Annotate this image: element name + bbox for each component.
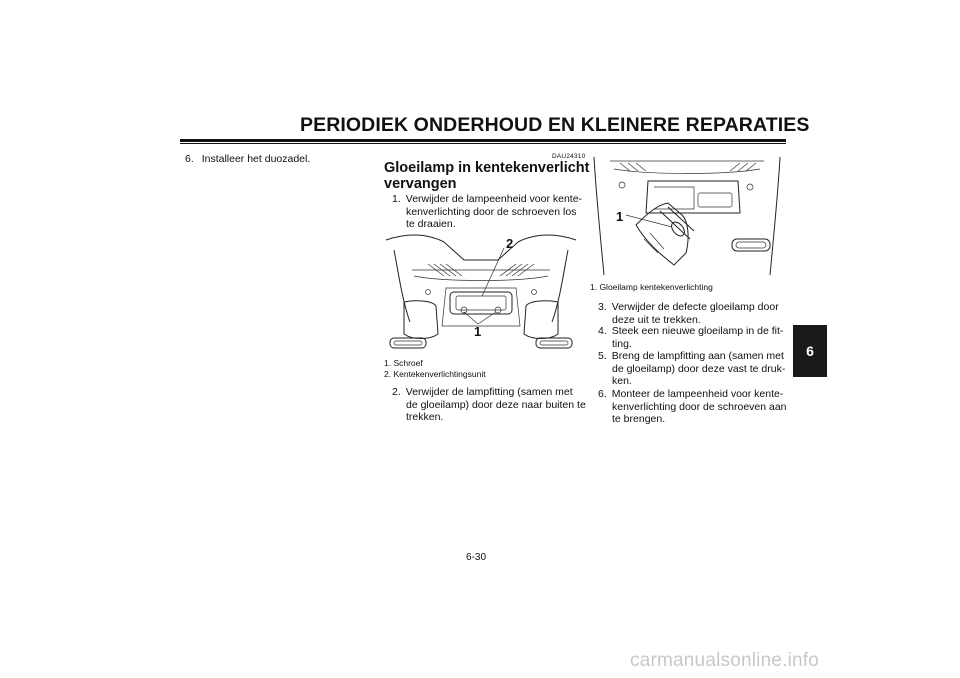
step-number: 6. [185,153,194,165]
page-number: 6-30 [466,552,487,563]
step-line: ken. [612,375,632,387]
col1-step6: 6. Installeer het duozadel. [185,153,310,166]
col2-step1: 1. Verwijder de lampeenheid voor kente- k… [392,193,582,231]
callout-1: 1 [616,209,623,224]
step-line: trekken. [406,411,444,423]
step-line: te draaien. [406,218,456,230]
step-number: 2. [392,386,401,398]
step-line: Verwijder de lampeenheid voor kente- [405,193,583,205]
step-line: deze uit te trekken. [612,313,701,326]
step-line: Breng de lampfitting aan (samen met [611,350,784,362]
step-number: 1. [392,193,401,205]
section-title-line2: vervangen [384,176,457,192]
col3-step4: 4.Steek een nieuwe gloeilamp in de fit- … [598,325,784,350]
step-text: Installeer het duozadel. [201,153,311,165]
watermark: carmanualsonline.info [630,650,820,671]
chapter-tab[interactable]: 6 [793,325,827,377]
step-line: Monteer de lampeenheid voor kente- [611,388,784,400]
figure1-caption-2: 2. Kentekenverlichtingsunit [384,369,486,379]
callout-1: 1 [474,324,481,339]
step-line: Steek een nieuwe gloeilamp in de fit- [611,325,784,337]
step-number: 5. [598,350,607,362]
step-line: ting. [612,337,632,350]
col2-step2: 2. Verwijder de lampfitting (samen met de… [392,386,586,424]
header-rule [180,139,786,142]
figure-license-light-bulb: 1 [590,153,784,277]
step-line: kenverlichting door de schroeven aan [612,400,787,413]
callout-2: 2 [506,236,513,251]
step-number: 3. [598,301,607,313]
step-number: 6. [598,388,607,400]
col3-step6: 6. Monteer de lampeenheid voor kente- ken… [598,388,787,426]
doc-code: DAU24310 [552,153,586,160]
step-line: kenverlichting door de schroeven los [406,205,577,218]
page-header-title: PERIODIEK ONDERHOUD EN KLEINERE REPARATI… [300,114,810,136]
step-number: 4. [598,325,607,337]
step-line: de gloeilamp) door deze naar buiten te [406,398,586,411]
figure-license-light-unit: 2 1 [384,230,578,354]
step-line: te brengen. [612,413,666,425]
step-line: de gloeilamp) door deze vast te druk- [612,362,786,375]
section-title-line1: Gloeilamp in kentekenverlichting [384,160,612,176]
step-line: Verwijder de defecte gloeilamp door [611,301,779,313]
col3-step5: 5. Breng de lampfitting aan (samen met de… [598,350,786,388]
figure2-caption: 1. Gloeilamp kentekenverlichting [590,282,713,292]
figure1-caption-1: 1. Schroef [384,358,423,368]
header-rule-thin [180,143,786,144]
step-line: Verwijder de lampfitting (samen met [405,386,573,398]
col3-step3: 3. Verwijder de defecte gloeilamp door de… [598,301,784,326]
